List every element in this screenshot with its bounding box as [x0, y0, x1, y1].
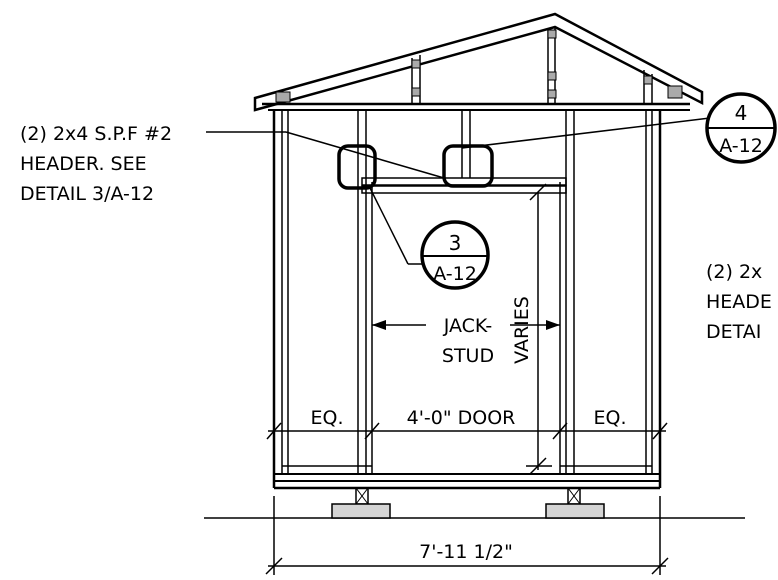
- bubble-4-sheet: A-12: [719, 135, 763, 157]
- foundation: [204, 487, 745, 519]
- detail-highlights: [337, 144, 494, 190]
- dimension-labels: JACK- STUD VARIES EQ. 4'-0" DOOR EQ. 7'-…: [311, 296, 627, 563]
- bubble-4-number: 4: [735, 101, 748, 125]
- detail-bubble-3: 3 A-12: [420, 220, 490, 290]
- overall-dimension-line: [265, 496, 669, 575]
- left-note-line-1: (2) 2x4 S.P.F #2: [20, 123, 172, 145]
- right-callout-note: (2) 2x HEADE DETAI: [706, 261, 772, 343]
- jack-stud-label-line-2: STUD: [442, 345, 494, 367]
- detail-bubble-4: 4 A-12: [705, 92, 777, 164]
- right-note-line-1: (2) 2x: [706, 261, 762, 283]
- leader-lines: [206, 117, 711, 265]
- right-note-line-3: DETAI: [706, 321, 761, 343]
- door-dimension-line: [266, 422, 668, 440]
- right-note-line-2: HEADE: [706, 291, 772, 313]
- eq-right-label: EQ.: [594, 407, 627, 429]
- wall-framing: [272, 110, 662, 490]
- bubble-3-sheet: A-12: [433, 263, 477, 285]
- left-callout-note: (2) 2x4 S.P.F #2 HEADER. SEE DETAIL 3/A-…: [20, 123, 172, 205]
- left-note-line-2: HEADER. SEE: [20, 153, 147, 175]
- door-width-label: 4'-0" DOOR: [407, 407, 516, 429]
- overall-width-label: 7'-11 1/2": [419, 541, 513, 563]
- jack-stud-label-line-1: JACK-: [443, 315, 493, 337]
- roof: [253, 12, 704, 112]
- eq-left-label: EQ.: [311, 407, 344, 429]
- bubble-3-number: 3: [449, 231, 462, 255]
- jack-stud-dimension: [372, 183, 560, 475]
- varies-label: VARIES: [511, 296, 533, 364]
- left-note-line-3: DETAIL 3/A-12: [20, 183, 154, 205]
